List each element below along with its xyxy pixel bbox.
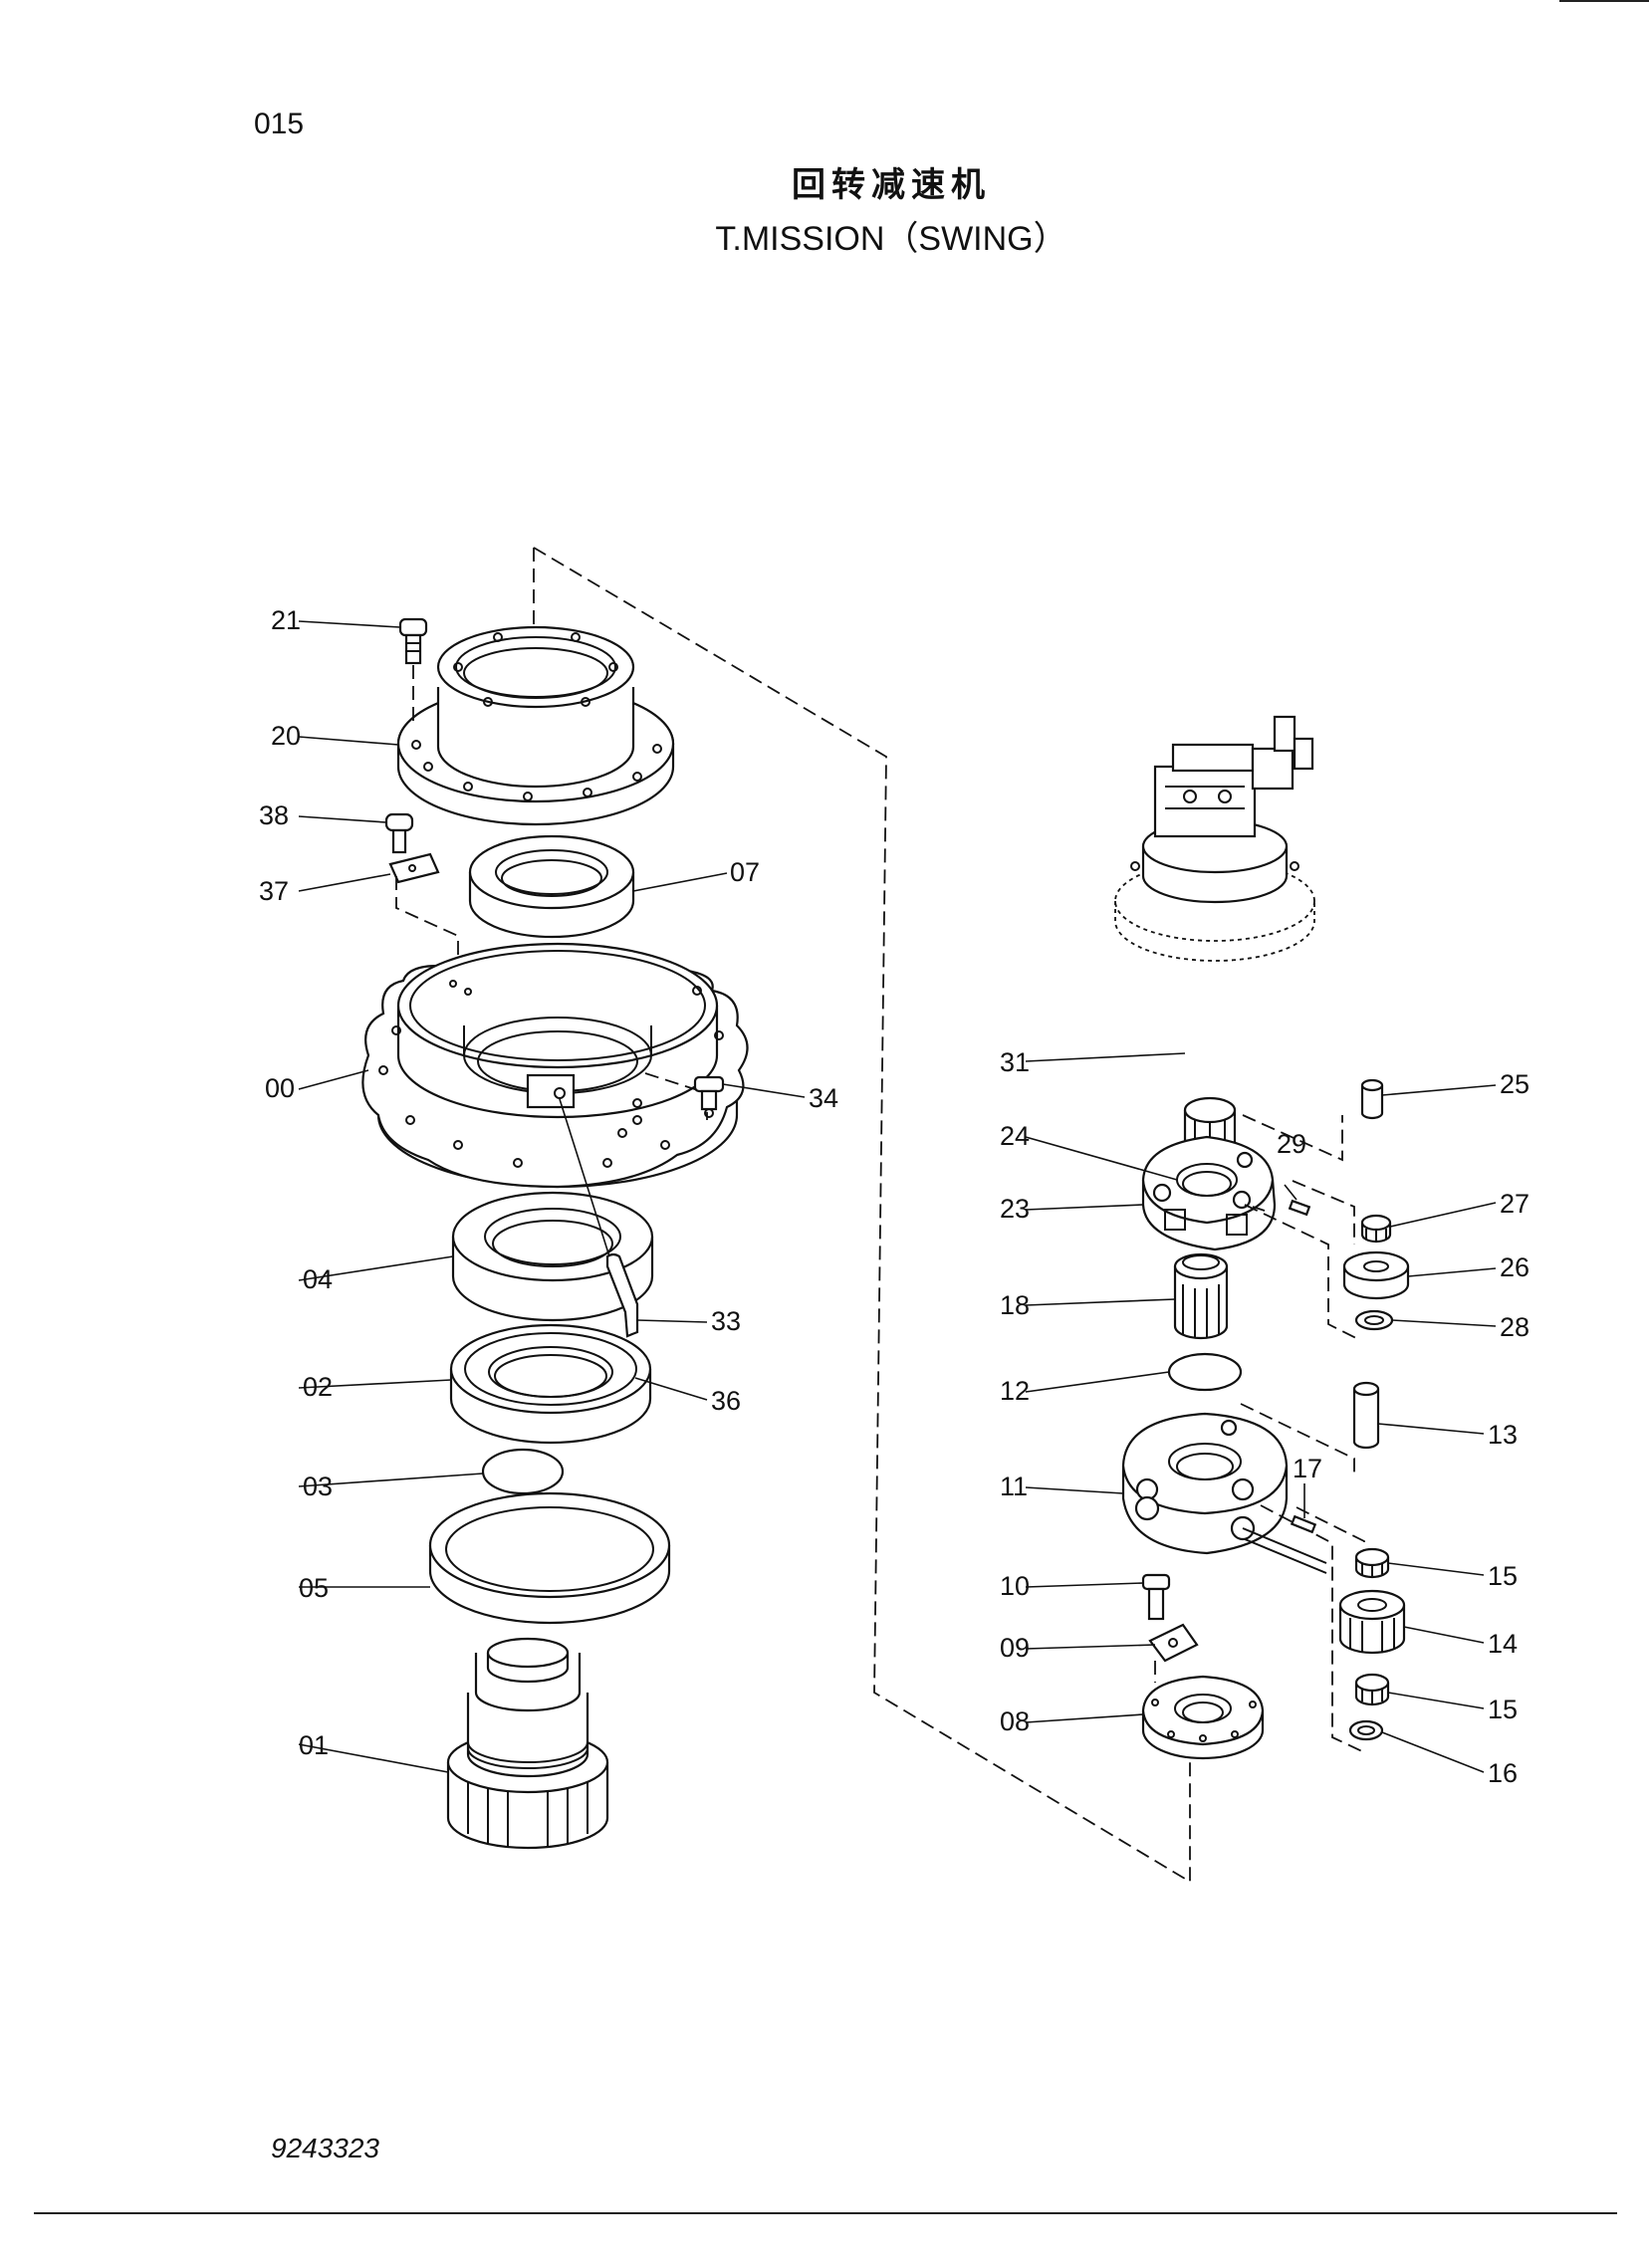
title-chinese: 回转减速机 bbox=[792, 165, 991, 205]
label-28: 28 bbox=[1500, 1312, 1530, 1342]
label-03: 03 bbox=[303, 1472, 333, 1501]
label-37: 37 bbox=[259, 876, 289, 906]
part-20-ring-gear bbox=[396, 625, 675, 826]
bottom-rule bbox=[34, 2212, 1617, 2214]
part-15-bearing-lower bbox=[1354, 1673, 1390, 1706]
part-38-bolt bbox=[384, 812, 414, 854]
label-26: 26 bbox=[1500, 1252, 1530, 1282]
title-english: T.MISSION（SWING） bbox=[715, 220, 1067, 258]
label-11: 11 bbox=[1000, 1472, 1028, 1501]
part-08-hub bbox=[1141, 1675, 1265, 1760]
part-27-needle-bearing bbox=[1360, 1214, 1392, 1244]
label-27: 27 bbox=[1500, 1189, 1530, 1219]
part-07-bearing bbox=[468, 834, 635, 939]
part-23-carrier bbox=[1141, 1135, 1277, 1251]
dash-12-13 bbox=[1240, 1403, 1355, 1474]
label-13: 13 bbox=[1488, 1420, 1518, 1450]
part-03-shim bbox=[481, 1448, 565, 1495]
dash-31-25 bbox=[1242, 1114, 1343, 1162]
label-33: 33 bbox=[711, 1306, 741, 1336]
label-29: 29 bbox=[1277, 1129, 1306, 1159]
label-34: 34 bbox=[809, 1083, 838, 1113]
part-00-housing bbox=[361, 942, 749, 1189]
label-15-lower: 15 bbox=[1488, 1695, 1518, 1724]
label-14: 14 bbox=[1488, 1629, 1518, 1659]
part-15-bearing-upper bbox=[1354, 1547, 1390, 1579]
part-02-oil-seal bbox=[449, 1323, 652, 1445]
part-29-pin bbox=[1288, 1199, 1311, 1217]
part-labels: 21 20 38 37 07 00 34 04 33 02 36 03 05 0… bbox=[259, 605, 1530, 1788]
label-24: 24 bbox=[1000, 1121, 1030, 1151]
label-05: 05 bbox=[299, 1573, 329, 1603]
dash-23-29 bbox=[1252, 1206, 1266, 1212]
label-10: 10 bbox=[1000, 1571, 1030, 1601]
label-21: 21 bbox=[271, 605, 301, 635]
part-04-bearing bbox=[451, 1191, 654, 1322]
part-11-carrier bbox=[1121, 1412, 1327, 1574]
part-01-shaft bbox=[446, 1637, 609, 1850]
dash-37-00 bbox=[395, 876, 459, 956]
part-05-ring bbox=[428, 1491, 671, 1625]
part-09-plate bbox=[1148, 1623, 1199, 1663]
part-18-sun-gear bbox=[1173, 1252, 1229, 1340]
top-rule bbox=[1559, 0, 1649, 2]
label-38: 38 bbox=[259, 800, 289, 830]
part-33-pipe bbox=[559, 1098, 639, 1338]
part-10-bolt bbox=[1141, 1573, 1171, 1621]
dash-23-28 bbox=[1244, 1204, 1359, 1340]
leader-lines bbox=[298, 620, 1497, 1773]
label-20: 20 bbox=[271, 721, 301, 751]
label-36: 36 bbox=[711, 1386, 741, 1416]
label-25: 25 bbox=[1500, 1069, 1530, 1099]
label-09: 09 bbox=[1000, 1633, 1030, 1663]
label-15-upper: 15 bbox=[1488, 1561, 1518, 1591]
page-number: 015 bbox=[254, 108, 305, 140]
assembly-line-main bbox=[533, 547, 1191, 1884]
label-16: 16 bbox=[1488, 1758, 1518, 1788]
label-04: 04 bbox=[303, 1264, 333, 1294]
motor-assembly-illustration bbox=[1114, 715, 1315, 962]
part-21-bolt bbox=[398, 617, 428, 665]
label-01: 01 bbox=[299, 1730, 329, 1760]
label-07: 07 bbox=[730, 857, 760, 887]
part-12-thrust-plate bbox=[1167, 1352, 1243, 1392]
part-25-pin bbox=[1360, 1078, 1384, 1120]
dash-11-16 bbox=[1260, 1504, 1365, 1753]
label-08: 08 bbox=[1000, 1706, 1030, 1736]
part-13-pin bbox=[1352, 1381, 1380, 1450]
label-12: 12 bbox=[1000, 1376, 1030, 1406]
part-28-washer bbox=[1354, 1309, 1394, 1331]
part-26-planet-gear bbox=[1342, 1250, 1410, 1300]
label-17: 17 bbox=[1293, 1454, 1322, 1483]
document-number: 9243323 bbox=[271, 2133, 380, 2163]
dash-29-27 bbox=[1292, 1180, 1355, 1245]
label-23: 23 bbox=[1000, 1194, 1030, 1224]
label-31: 31 bbox=[1000, 1047, 1030, 1077]
label-18: 18 bbox=[1000, 1290, 1030, 1320]
label-02: 02 bbox=[303, 1372, 333, 1402]
part-37-plate bbox=[388, 852, 440, 884]
part-16-washer bbox=[1348, 1719, 1384, 1741]
part-17-pin bbox=[1290, 1514, 1317, 1534]
part-14-planet-gear bbox=[1338, 1589, 1406, 1655]
label-00: 00 bbox=[265, 1073, 295, 1103]
